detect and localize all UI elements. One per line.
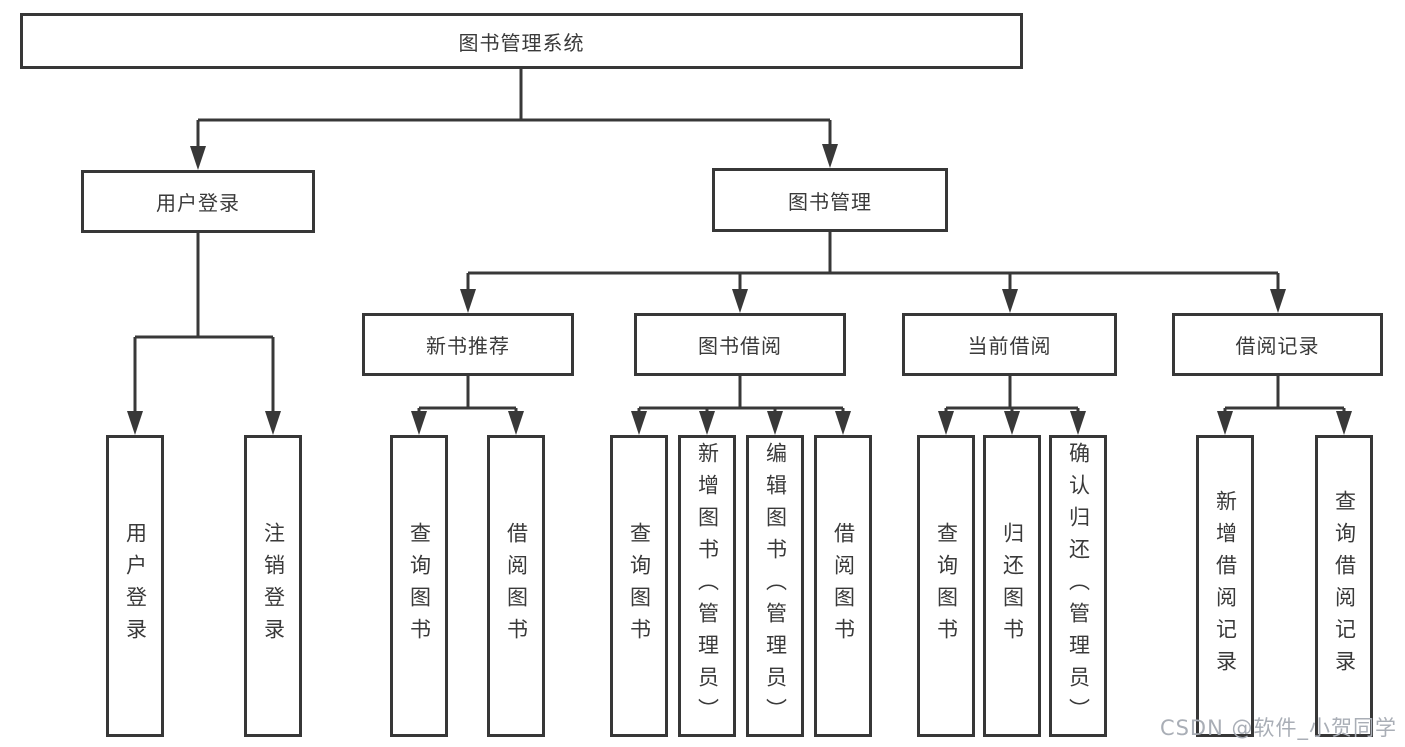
- arrowhead: [1004, 411, 1020, 435]
- arrowhead: [508, 411, 524, 435]
- edge-bookmgmt-to-level3: [466, 232, 1280, 292]
- arrowhead: [767, 411, 783, 435]
- leaf-add-borrow-record: 新增借阅记录: [1196, 435, 1254, 737]
- leaf-borrow-books: 借阅图书: [814, 435, 872, 737]
- node-label: 查询图书: [407, 522, 432, 650]
- csdn-watermark: CSDN @软件_小贺同学: [1159, 716, 1397, 740]
- node-user-login: 用户登录: [81, 170, 315, 233]
- node-new-book-recommend: 新书推荐: [362, 313, 574, 376]
- arrowhead: [822, 144, 838, 168]
- node-book-management: 图书管理: [712, 168, 948, 232]
- arrowhead: [699, 411, 715, 435]
- arrowhead: [1217, 411, 1233, 435]
- leaf-current-query-books: 查询图书: [917, 435, 975, 737]
- node-label: 新书推荐: [426, 334, 510, 358]
- node-current-borrow: 当前借阅: [902, 313, 1117, 376]
- arrowhead: [460, 289, 476, 313]
- leaf-add-books-admin: 新增图书（管理员）: [678, 435, 736, 737]
- arrowhead: [631, 411, 647, 435]
- node-label: 查询图书: [934, 522, 959, 650]
- node-label: 借阅记录: [1235, 334, 1320, 358]
- node-book-borrow: 图书借阅: [634, 313, 846, 376]
- leaf-user-login: 用户登录: [106, 435, 164, 737]
- leaf-recommend-query-books: 查询图书: [390, 435, 448, 737]
- node-label: 查询借阅记录: [1332, 490, 1357, 682]
- arrowhead: [1270, 289, 1286, 313]
- arrowhead: [732, 289, 748, 313]
- leaf-edit-books-admin: 编辑图书（管理员）: [746, 435, 804, 737]
- node-label: 编辑图书（管理员）: [763, 442, 788, 730]
- node-label: 图书管理系统: [458, 30, 585, 55]
- edge-records-to-leaves: [1223, 376, 1346, 414]
- node-label: 用户登录: [123, 522, 148, 650]
- leaf-query-borrow-record: 查询借阅记录: [1315, 435, 1373, 737]
- node-label: 确认归还（管理员）: [1066, 442, 1091, 730]
- arrowhead: [1002, 289, 1018, 313]
- arrowhead: [265, 411, 281, 435]
- arrowhead: [835, 411, 851, 435]
- leaf-borrow-query-books: 查询图书: [610, 435, 668, 737]
- arrowhead: [938, 411, 954, 435]
- node-label: 新增借阅记录: [1213, 490, 1238, 682]
- node-label: 查询图书: [627, 522, 652, 650]
- node-system-root: 图书管理系统: [20, 13, 1023, 69]
- leaf-logout: 注销登录: [244, 435, 302, 737]
- node-label: 新增图书（管理员）: [695, 442, 720, 730]
- edge-userlogin-to-leaves: [133, 233, 275, 414]
- arrowhead: [1336, 411, 1352, 435]
- node-label: 图书借阅: [698, 334, 782, 358]
- arrowhead: [190, 146, 206, 170]
- connector-paths: [133, 69, 1346, 414]
- node-label: 注销登录: [261, 522, 286, 650]
- leaf-confirm-return-admin: 确认归还（管理员）: [1049, 435, 1107, 737]
- node-label: 归还图书: [1000, 522, 1025, 650]
- arrowhead: [411, 411, 427, 435]
- node-label: 用户登录: [156, 191, 240, 215]
- arrowheads: [127, 144, 1352, 435]
- leaf-return-books: 归还图书: [983, 435, 1041, 737]
- node-label: 当前借阅: [967, 334, 1052, 358]
- arrowhead: [127, 411, 143, 435]
- node-label: 图书管理: [788, 189, 872, 214]
- arrowhead: [1070, 411, 1086, 435]
- edge-borrow-to-leaves: [637, 376, 845, 414]
- leaf-recommend-borrow-books: 借阅图书: [487, 435, 545, 737]
- edge-current-to-leaves: [944, 376, 1080, 414]
- node-borrow-records: 借阅记录: [1172, 313, 1383, 376]
- edge-root-to-level2: [196, 69, 832, 149]
- edge-recommend-to-leaves: [417, 376, 518, 414]
- node-label: 借阅图书: [831, 522, 856, 650]
- node-label: 借阅图书: [504, 522, 529, 650]
